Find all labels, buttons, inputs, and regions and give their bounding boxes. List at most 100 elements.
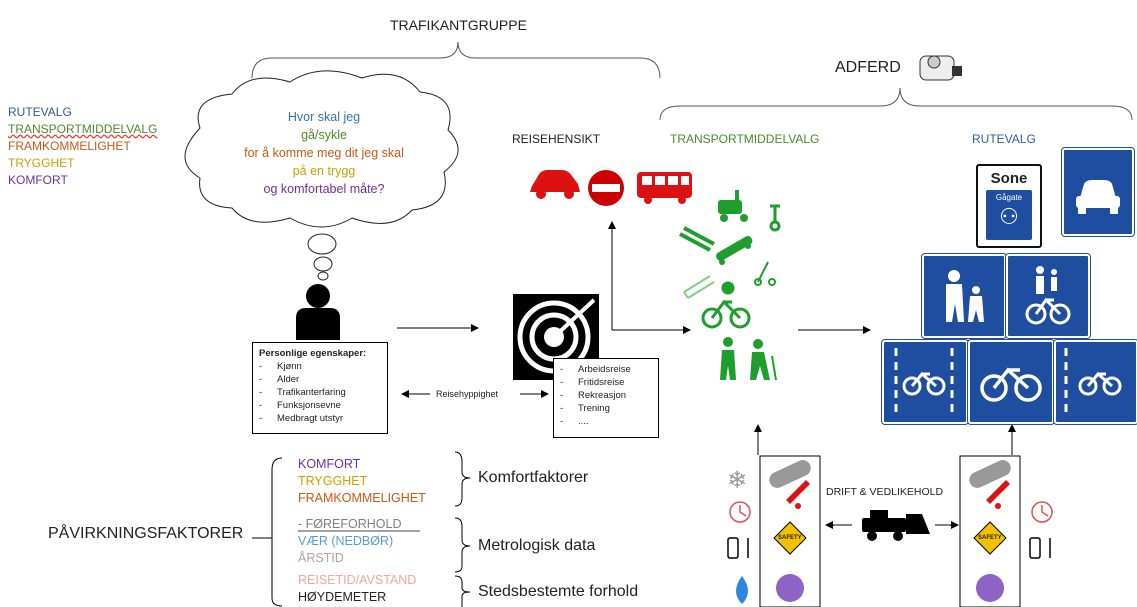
sign-gagate-text: Gågate: [995, 193, 1023, 202]
bicycle-icon: [701, 281, 751, 329]
brace-steds: [454, 575, 471, 607]
pedestrian-adult-child-icon: [946, 270, 984, 322]
sign-pedestrian-path: [922, 254, 1006, 338]
person-icon: [296, 284, 340, 340]
thought-line: og komfortabel måte?: [263, 182, 385, 196]
label-reisehensikt: REISEHENSIKT: [512, 132, 601, 146]
safety-label-2: SAFETY: [978, 535, 1002, 541]
factor-group-location: REISETID/AVSTAND HØYDEMETER: [298, 572, 416, 606]
bicycle-icon-sign: [894, 348, 954, 416]
safety-sign-icon-2: [973, 521, 1007, 555]
left-list-item: KOMFORT: [8, 173, 68, 187]
car-icon: [530, 170, 580, 199]
meteorological-factor-item: - FØREFORHOLD: [298, 517, 402, 531]
meteorological-factor-item: ÅRSTID: [298, 551, 344, 565]
left-list-item: RUTEVALG: [8, 105, 72, 119]
thermometer-icon-2: [1029, 537, 1051, 559]
longboard-icon: [716, 236, 753, 265]
left-list-item: FRAMKOMMELIGHET: [8, 139, 131, 153]
thought-line: for å komme meg dit jeg skal: [244, 146, 404, 160]
purpose-item: Arbeidsreise: [560, 363, 652, 376]
purpose-item: Trening: [560, 402, 652, 415]
thermometer-icon: [727, 537, 749, 559]
bicycle-icon-sign-3: [1064, 348, 1122, 416]
skis-icon: [679, 226, 715, 252]
phone-icon: [776, 574, 804, 602]
label-rutevalg: RUTEVALG: [972, 132, 1036, 146]
car-front-icon: [1076, 180, 1120, 214]
factor-group-comfort: KOMFORT TRYGGHET FRAMKOMMELIGHET: [298, 456, 426, 507]
personal-properties-box: Personlige egenskaper: KjønnAlderTrafika…: [252, 342, 388, 434]
sign-sone-text: Sone: [990, 170, 1028, 187]
meteorological-factor-item: VÆR (NEDBØR): [298, 534, 394, 548]
sign-shared-path: [1006, 254, 1090, 338]
scooter-icon: [754, 261, 776, 286]
brace-factors: [271, 457, 283, 607]
water-drop-icon: [736, 576, 748, 604]
safety-sign-icon: [773, 521, 807, 555]
label-transportmiddelvalg: TRANSPORTMIDDELVALG: [670, 132, 820, 146]
purpose-item: ....: [560, 415, 652, 428]
personal-property-item: Medbragt utstyr: [259, 412, 381, 425]
label-komfortfaktorer: Komfortfaktorer: [478, 469, 589, 486]
personal-property-item: Trafikanterfaring: [259, 386, 381, 399]
sign-bike-path: [968, 340, 1054, 424]
thought-line: på en trygg: [292, 164, 356, 178]
comfort-factor-item: TRYGGHET: [298, 474, 368, 488]
pedestrian-bicycle-icon: [1025, 266, 1071, 325]
clock-icon: [729, 501, 751, 523]
purpose-item: Fritidsreise: [560, 376, 652, 389]
roller-icon: [769, 460, 811, 488]
label-reisehyppighet: Reisehyppighet: [436, 389, 499, 399]
clock-icon-2: [1031, 501, 1053, 523]
snowplow-icon: [862, 510, 930, 541]
location-factor-item: REISETID/AVSTAND: [298, 573, 417, 587]
location-factor-item: HØYDEMETER: [298, 590, 387, 604]
phone-icon-2: [976, 574, 1004, 602]
thought-line: Hvor skal jeg: [287, 110, 361, 124]
thought-cloud: [184, 70, 459, 228]
sign-bike-lane-right: [1054, 340, 1137, 424]
title-adferd: ADFERD: [835, 59, 901, 76]
rocket-icon-2: [986, 480, 1010, 509]
left-list-item: TRYGGHET: [8, 156, 75, 170]
sled-icon: [683, 275, 715, 299]
roller-icon-2: [969, 460, 1011, 488]
kickscooter-icon: [769, 204, 781, 232]
bicycle-icon-sign-2: [980, 367, 1042, 402]
snowflake-icon: ❄: [727, 466, 747, 494]
label-drift-vedlikehold: DRIFT & VEDLIKEHOLD: [826, 486, 944, 498]
title-trafikantgruppe: TRAFIKANTGRUPPE: [390, 17, 527, 33]
factor-group-meteorological: - FØREFORHOLD VÆR (NEDBØR) ÅRSTID: [298, 516, 401, 567]
brace-metrologisk: [454, 517, 471, 573]
left-factor-list: RUTEVALG TRANSPORTMIDDELVALG FRAMKOMMELIGH…: [8, 104, 157, 189]
comfort-factor-item: FRAMKOMMELIGHET: [298, 491, 426, 505]
brace-trafikantgruppe: [251, 41, 661, 79]
purpose-box: ArbeidsreiseFritidsreiseRekreasjonTrenin…: [553, 358, 659, 438]
safety-label: SAFETY: [778, 535, 802, 541]
bus-icon: [637, 172, 692, 204]
comfort-factor-item: KOMFORT: [298, 457, 361, 471]
no-entry-icon: [588, 170, 624, 206]
personal-property-item: Funksjonsevne: [259, 399, 381, 412]
left-list-item: TRANSPORTMIDDELVALG: [8, 122, 158, 136]
personal-property-item: Alder: [259, 373, 381, 386]
sign-sone-gagate: Sone Gågate ⚇: [976, 164, 1042, 248]
label-metrologisk-data: Metrologisk data: [478, 537, 596, 554]
rocket-icon: [786, 480, 810, 509]
pedestrians-icon: ⚇: [999, 204, 1019, 229]
thought-text: Hvor skal jeg gå/sykle for å komme meg dit…: [200, 108, 448, 198]
sign-motor-road: [1062, 148, 1134, 236]
purpose-item: Rekreasjon: [560, 389, 652, 402]
brace-adferd: [659, 87, 1133, 121]
thought-line: gå/sykle: [301, 128, 347, 142]
sign-bike-lane-left: [882, 340, 968, 424]
personal-properties-title: Personlige egenskaper:: [259, 348, 367, 359]
personal-property-item: Kjønn: [259, 360, 381, 373]
measuring-tape-icon: [919, 55, 962, 81]
mobility-scooter-icon: [718, 190, 748, 222]
walkers-icon: [720, 337, 777, 381]
brace-komfort: [454, 451, 471, 507]
label-pavirkningsfaktorer: PÅVIRKNINGSFAKTORER: [48, 525, 244, 542]
